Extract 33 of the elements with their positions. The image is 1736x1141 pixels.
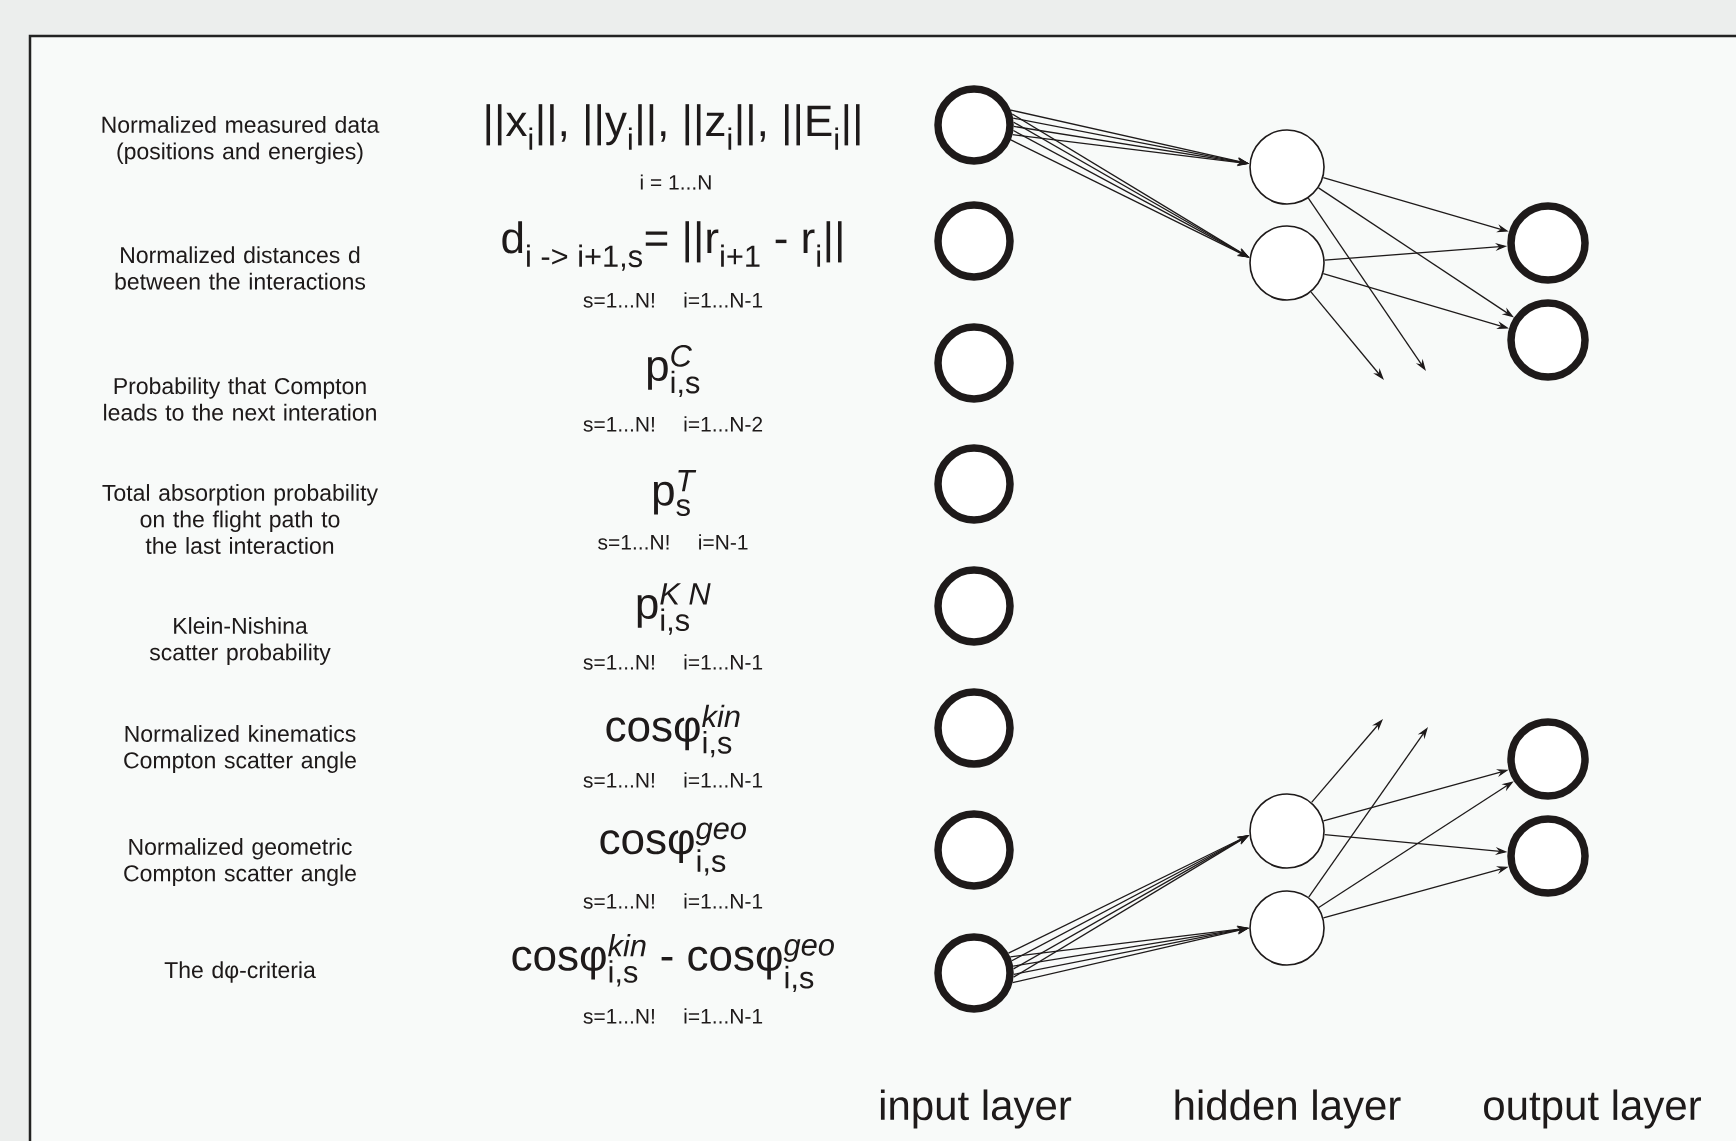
formula-text: $\text{p}^{\textit{K N}}_{\text{i,s}}$ bbox=[637, 583, 711, 635]
index-range: s=1...N! i=N-1 bbox=[598, 534, 748, 550]
formula-text: $\text{cosφ}^{\textit{kin}}_{\text{i,s}}$ bbox=[606, 704, 740, 758]
description-text: Total absorption probability on the flight path to the last interaction bbox=[102, 484, 378, 554]
index-range: s=1...N! i=1...N-1 bbox=[583, 292, 763, 308]
arrow bbox=[1310, 291, 1384, 380]
hidden-neuron bbox=[1249, 225, 1325, 301]
description-text: The dφ-criteria bbox=[164, 961, 316, 983]
formula-text: $\text{p}^{\textit{C}}_{\text{i,s}}$ bbox=[647, 345, 700, 397]
hidden-neuron bbox=[1249, 793, 1325, 869]
hidden-neuron bbox=[1249, 129, 1325, 205]
arrow bbox=[1310, 719, 1383, 803]
description-text: Normalized measured data (positions and energies) bbox=[102, 116, 380, 164]
hidden-neuron bbox=[1249, 890, 1325, 966]
formula-text: $\text{p}^{\textit{T}}_{\text{s}}$ bbox=[653, 470, 697, 516]
index-range: s=1...N! i=1...N-2 bbox=[583, 416, 763, 432]
formula-text: $\text{d}_{\text{i -> i+1,s}}\text{= ||r}_{\text{i+1}}\text{ - r}_{\text{i}}\text{||}$ bbox=[502, 221, 842, 271]
formula-text: $\text{cosφ}^{\textit{kin}}_{\text{i,s}}\text{ - cosφ}^{\textit{geo}}_{\text{i,s}}$ bbox=[512, 933, 834, 993]
index-range: i = 1...N bbox=[640, 174, 711, 190]
index-range: s=1...N! i=1...N-1 bbox=[583, 893, 763, 909]
formula-text: $\text{cosφ}^{\textit{geo}}_{\text{i,s}}$ bbox=[600, 822, 746, 876]
formula-text: $\text{||x}_{\text{i}}\text{||, ||y}_{\text{i}}\text{||, ||z}_{\text{i}}\text{||, ||E}_{\text{i}}\text{||}$ bbox=[486, 104, 860, 150]
description-text: Probability that Compton leads to the next interation bbox=[104, 377, 376, 421]
description-text: Normalized distances d between the interactions bbox=[115, 246, 366, 290]
description-text: Klein-Nishina scatter probability bbox=[149, 617, 331, 665]
layer-label: output layer bbox=[1484, 1089, 1701, 1129]
index-range: s=1...N! i=1...N-1 bbox=[583, 654, 763, 670]
description-text: Normalized geometric Compton scatter angle bbox=[124, 838, 356, 886]
index-range: s=1...N! i=1...N-1 bbox=[583, 1008, 763, 1024]
description-text: Normalized kinematics Compton scatter angle bbox=[124, 725, 356, 773]
layer-label: input layer bbox=[880, 1089, 1072, 1129]
index-range: s=1...N! i=1...N-1 bbox=[583, 772, 763, 788]
layer-label: hidden layer bbox=[1175, 1089, 1401, 1129]
